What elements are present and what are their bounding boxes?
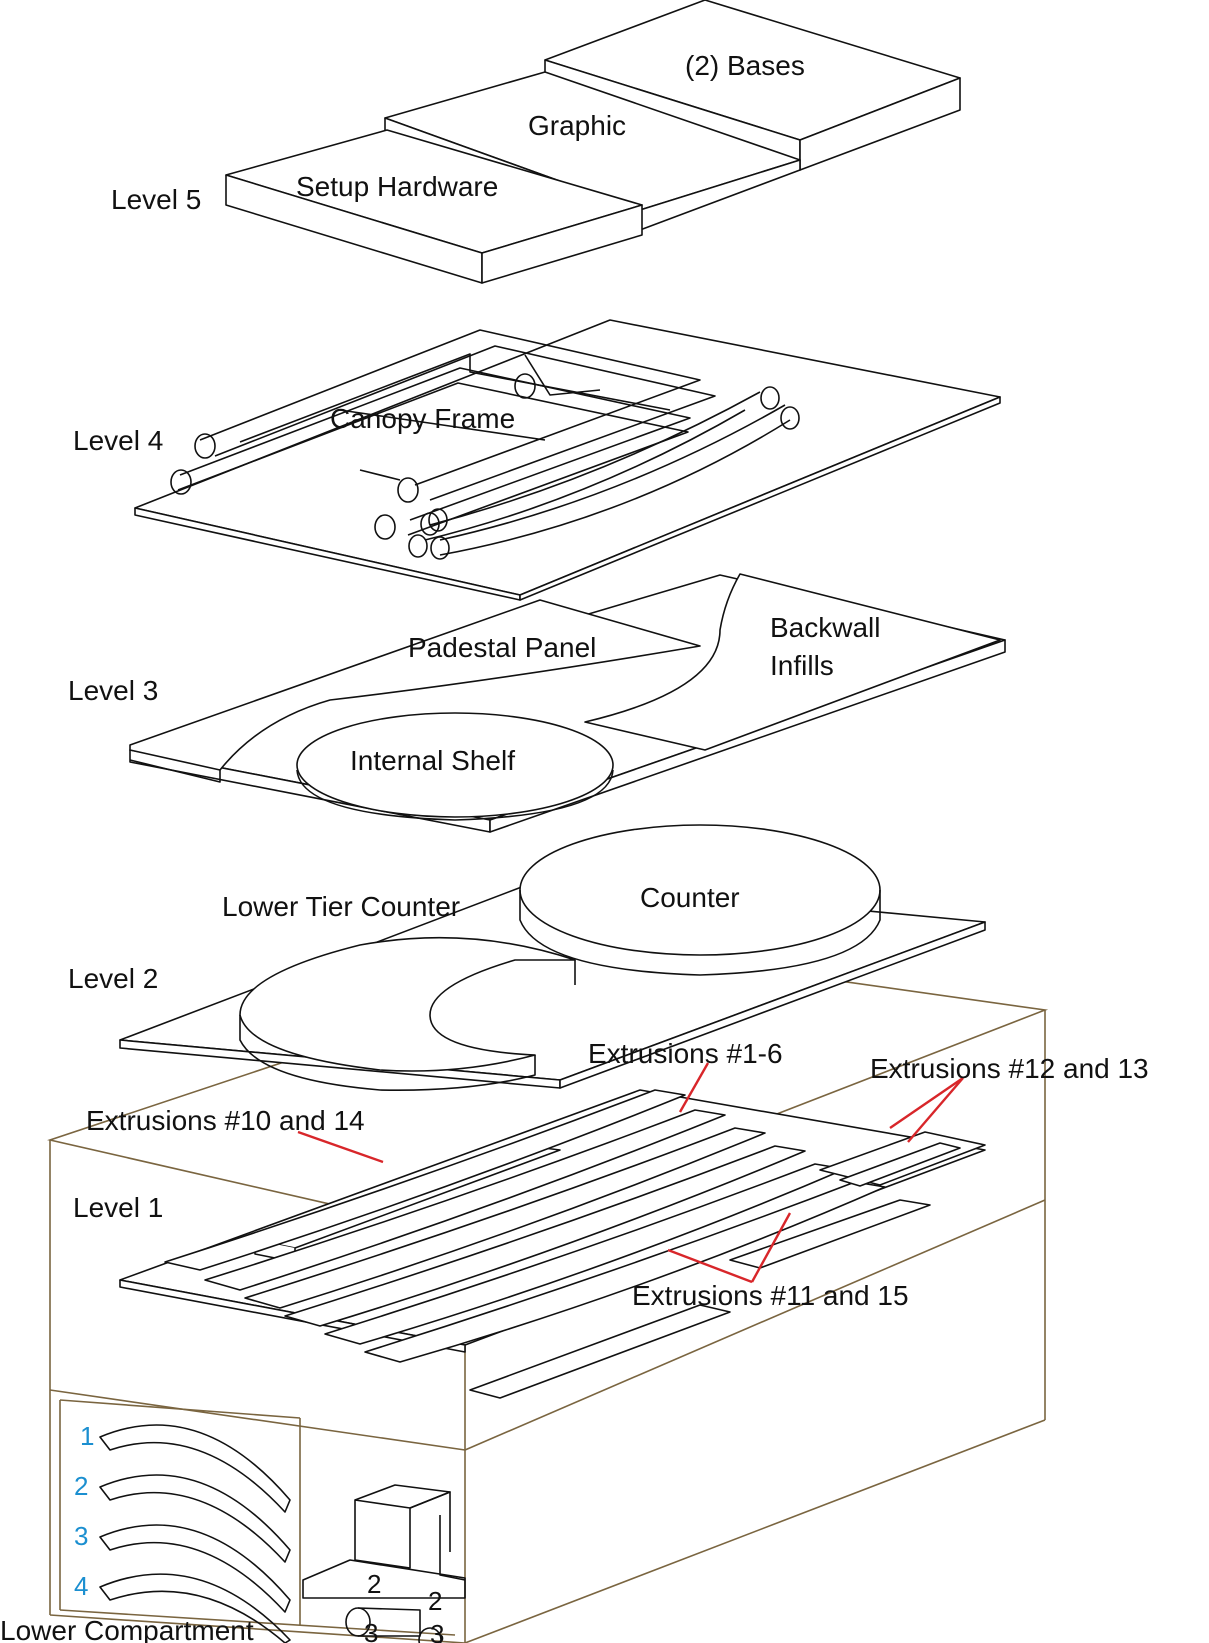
backwall-infills-label-line1: Backwall bbox=[770, 612, 880, 643]
level5-boxes bbox=[225, 0, 961, 284]
compartment-number-4: 4 bbox=[74, 1571, 88, 1601]
level5-label: Level 5 bbox=[111, 184, 201, 215]
lower-compartment-contents bbox=[99, 1424, 466, 1643]
extrusions-10-14-label: Extrusions #10 and 14 bbox=[86, 1105, 365, 1136]
compartment-number-right-2a: 2 bbox=[367, 1569, 381, 1599]
compartment-number-2: 2 bbox=[74, 1471, 88, 1501]
counter-label: Counter bbox=[640, 882, 740, 913]
extrusions-11-15-label: Extrusions #11 and 15 bbox=[632, 1280, 909, 1311]
backwall-infills-label-line2: Infills bbox=[770, 650, 834, 681]
level2-label: Level 2 bbox=[68, 963, 158, 994]
compartment-number-right-2b: 2 bbox=[428, 1586, 442, 1616]
level2-platform bbox=[119, 824, 986, 1091]
leader-lines bbox=[297, 1062, 964, 1284]
internal-shelf-label: Internal Shelf bbox=[350, 745, 515, 776]
compartment-number-1: 1 bbox=[80, 1421, 94, 1451]
compartment-number-3: 3 bbox=[74, 1521, 88, 1551]
setup-hardware-label: Setup Hardware bbox=[296, 171, 498, 202]
compartment-number-right-3a: 3 bbox=[364, 1618, 378, 1643]
level4-label: Level 4 bbox=[73, 425, 163, 456]
extrusions-12-13-label: Extrusions #12 and 13 bbox=[870, 1053, 1149, 1084]
lower-compartment-label: Lower Compartment bbox=[0, 1615, 254, 1643]
level4-canopy bbox=[134, 319, 1001, 601]
level3-panels bbox=[129, 573, 1006, 833]
level1-extrusions bbox=[119, 1089, 986, 1399]
compartment-number-right-3b: 3 bbox=[430, 1619, 444, 1643]
extrusions-1-6-label: Extrusions #1-6 bbox=[588, 1038, 783, 1069]
level3-label: Level 3 bbox=[68, 675, 158, 706]
bases-box bbox=[544, 0, 961, 171]
graphic-label: Graphic bbox=[528, 110, 626, 141]
lower-tier-counter-label: Lower Tier Counter bbox=[222, 891, 460, 922]
level1-label: Level 1 bbox=[73, 1192, 163, 1223]
crate-frame bbox=[47, 949, 1049, 1643]
bases-label: (2) Bases bbox=[685, 50, 805, 81]
padestal-panel-label: Padestal Panel bbox=[408, 632, 596, 663]
setup-hardware-box bbox=[225, 129, 643, 284]
canopy-frame-label: Canopy Frame bbox=[330, 403, 515, 434]
